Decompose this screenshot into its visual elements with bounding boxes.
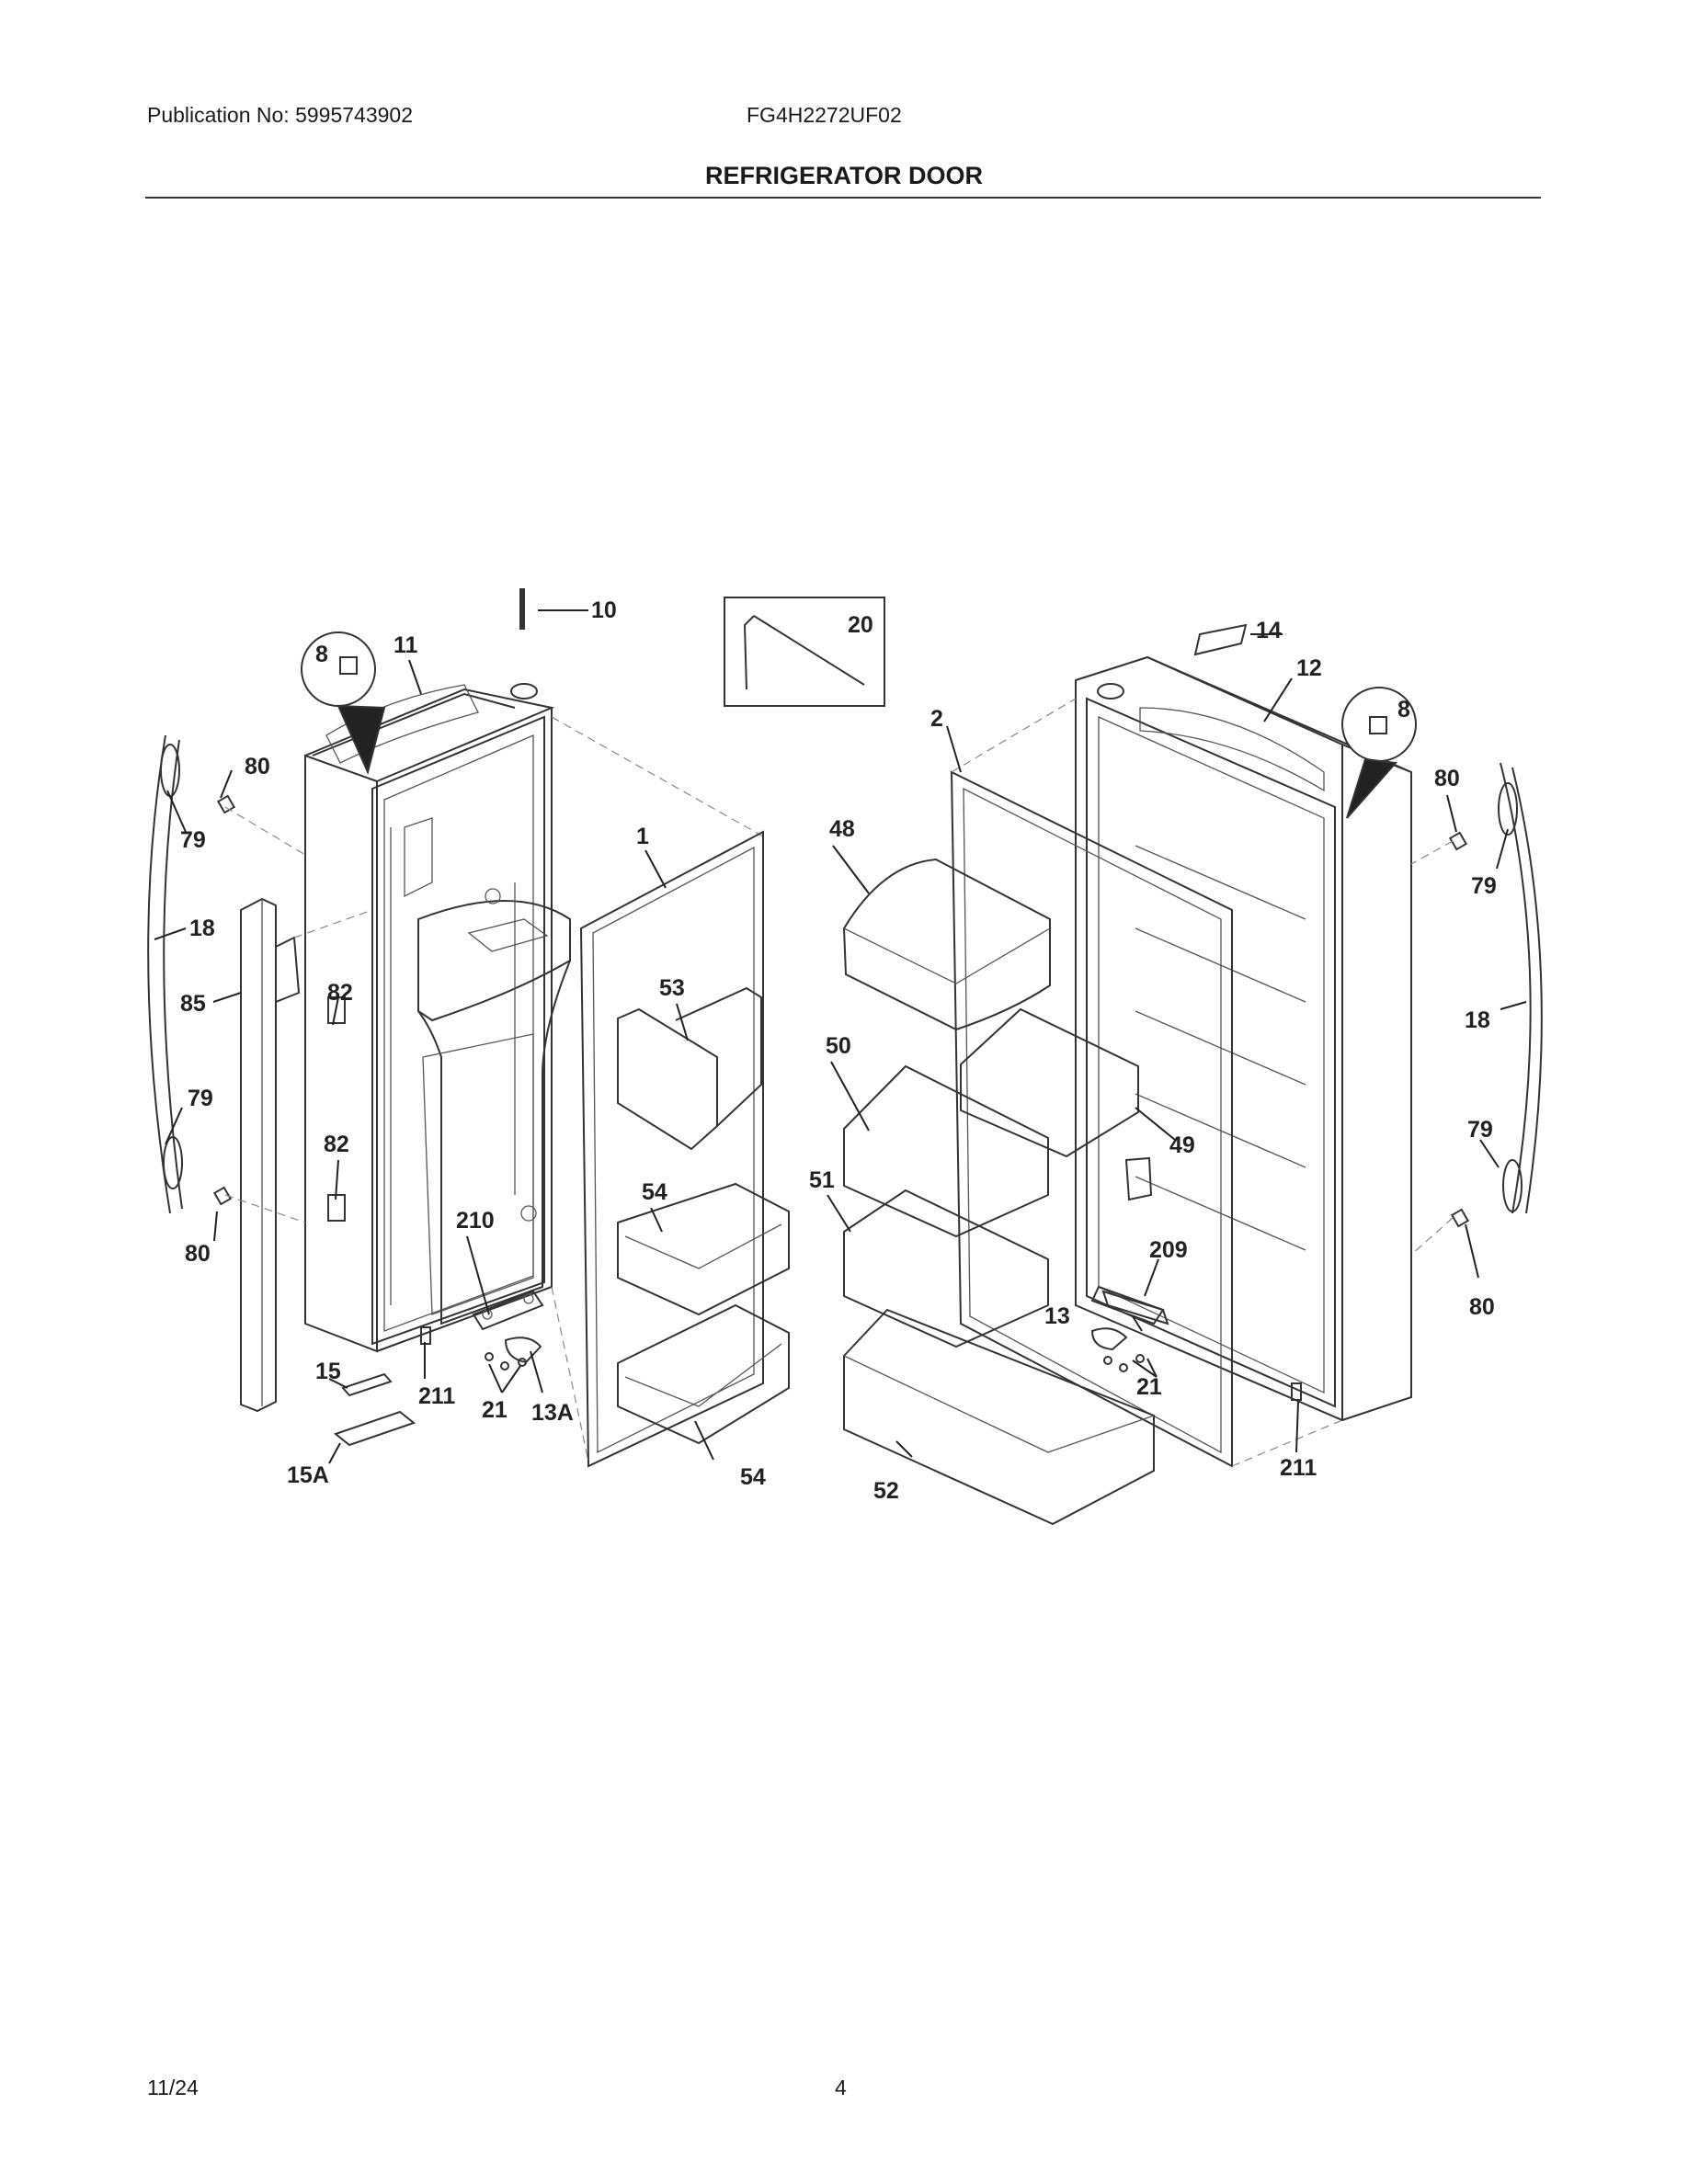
page-title: REFRIGERATOR DOOR — [704, 162, 983, 189]
callout-80-left-top: 80 — [245, 754, 270, 779]
callout-2: 2 — [930, 706, 943, 732]
callout-8-right: 8 — [1397, 697, 1410, 722]
header-divider — [145, 197, 1541, 199]
left-alignment-lines — [224, 716, 764, 1462]
left-small-parts — [212, 588, 542, 1447]
callout-1: 1 — [636, 824, 649, 849]
right-gasket — [950, 770, 1233, 1468]
left-door-bins — [617, 986, 790, 1445]
page-number: 4 — [835, 2076, 847, 2099]
callout-14: 14 — [1256, 618, 1282, 643]
callout-210: 210 — [456, 1208, 495, 1234]
callout-79-left-bottom: 79 — [188, 1086, 213, 1111]
callout-11: 11 — [393, 632, 418, 658]
callout-21-right: 21 — [1136, 1374, 1162, 1400]
callout-21-left: 21 — [482, 1397, 508, 1423]
detail-circle-left — [301, 631, 386, 776]
model-number: FG4H2272UF02 — [747, 103, 902, 127]
callout-82-bottom: 82 — [324, 1132, 349, 1157]
allen-wrench-box — [724, 597, 885, 707]
callout-8-left: 8 — [315, 642, 328, 667]
callout-54-top: 54 — [642, 1179, 667, 1205]
callout-15: 15 — [315, 1359, 341, 1384]
right-door-bins — [842, 858, 1155, 1526]
detail-circle-right — [1341, 687, 1417, 819]
publication-date: 11/24 — [147, 2076, 199, 2099]
right-small-parts — [1090, 623, 1470, 1401]
callout-82-top: 82 — [327, 980, 353, 1006]
callout-52: 52 — [873, 1478, 899, 1504]
callout-54-bottom: 54 — [740, 1464, 766, 1490]
callout-13A: 13A — [531, 1400, 574, 1426]
callout-50: 50 — [826, 1033, 851, 1059]
right-alignment-lines — [951, 698, 1454, 1467]
callout-48: 48 — [829, 816, 855, 842]
callout-211-left: 211 — [418, 1383, 455, 1409]
callout-53: 53 — [659, 975, 685, 1001]
callout-79-right-top: 79 — [1471, 873, 1497, 899]
callout-209: 209 — [1149, 1237, 1188, 1263]
callout-80-right-top: 80 — [1434, 766, 1460, 791]
callout-79-left-top: 79 — [180, 827, 206, 853]
callout-80-right-bottom: 80 — [1469, 1294, 1495, 1320]
callout-18-left: 18 — [189, 916, 215, 941]
right-door-handle — [1498, 762, 1543, 1214]
callout-12: 12 — [1296, 655, 1322, 681]
callout-49: 49 — [1169, 1132, 1195, 1158]
callout-80-left-bottom: 80 — [185, 1241, 211, 1267]
leader-lines — [154, 609, 1527, 1464]
left-gasket — [579, 830, 764, 1468]
left-door-trim — [240, 897, 301, 1413]
left-door-assembly — [304, 683, 571, 1353]
callout-20: 20 — [848, 612, 873, 638]
callout-79-right-bottom: 79 — [1467, 1117, 1493, 1143]
callout-18-right: 18 — [1465, 1007, 1490, 1033]
callout-211-right: 211 — [1280, 1455, 1317, 1481]
callout-15A: 15A — [287, 1462, 329, 1488]
callout-85: 85 — [180, 991, 206, 1017]
callout-labels: 10 11 8 20 80 79 18 85 82 79 82 210 80 1… — [180, 597, 1497, 1504]
publication-number: Publication No: 5995743902 — [147, 103, 414, 127]
callout-51: 51 — [809, 1167, 835, 1193]
callout-13: 13 — [1044, 1303, 1070, 1329]
left-door-handle — [147, 734, 183, 1214]
callout-10: 10 — [591, 597, 617, 623]
